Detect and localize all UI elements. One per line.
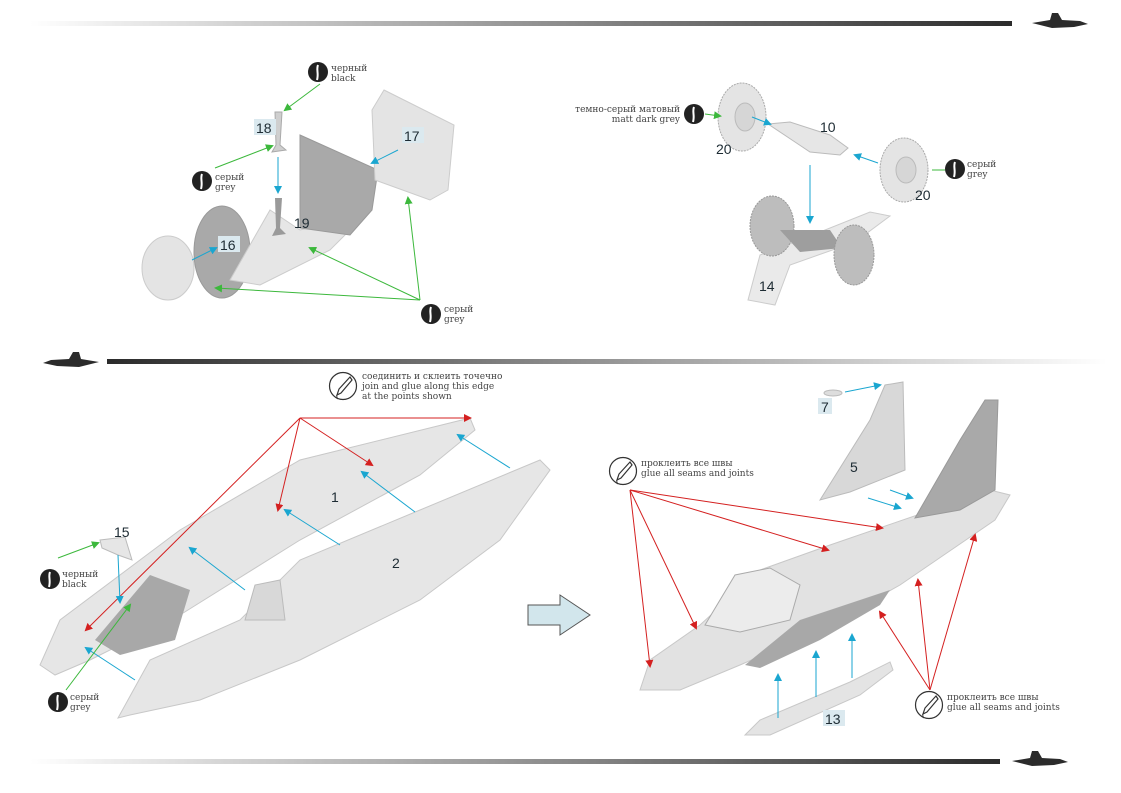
part-number-14: 14 — [759, 278, 775, 294]
glue-note-ru: соединить и склеить точечно — [362, 372, 502, 382]
paint-grey-icon — [48, 692, 68, 712]
part-7-fin-tip — [823, 389, 843, 397]
landing-gear-step: 10 20 20 14 темно-серый матовый matt dar… — [575, 82, 996, 306]
cockpit-tub — [95, 575, 190, 655]
paint-grey-icon — [421, 304, 441, 324]
glue-points-icon — [328, 371, 358, 401]
glue-note-en: glue all seams and joints — [947, 703, 1060, 713]
glue-note-ru: проклеить все швы — [641, 459, 732, 469]
canopy — [704, 567, 801, 633]
paint-label-ru: черный — [331, 64, 367, 74]
paint-label-ru: черный — [62, 570, 98, 580]
paint-black-icon — [308, 62, 328, 82]
gear-axle — [780, 230, 842, 252]
paint-label-en: grey — [444, 315, 465, 325]
glue-note-en: join and glue along this edge — [361, 382, 494, 392]
part-number-17: 17 — [404, 128, 420, 144]
gear-wheel — [749, 195, 795, 257]
jet-silhouette-icon — [1032, 13, 1088, 28]
part-number-1: 1 — [331, 489, 339, 505]
paint-label-en: black — [331, 74, 356, 84]
paint-label-ru: серый — [215, 173, 244, 183]
part-10-axle — [766, 121, 849, 156]
jet-silhouette-icon — [43, 352, 99, 367]
part-16-outer-disc — [141, 235, 195, 301]
paint-label-ru: темно-серый матовый — [575, 105, 680, 115]
part-number-20: 20 — [716, 141, 732, 157]
glue-seams-icon — [608, 456, 638, 486]
paint-grey-icon — [945, 159, 965, 179]
paint-label-en: grey — [967, 170, 988, 180]
part-2-fuselage-half — [117, 459, 551, 719]
glue-note-en: glue all seams and joints — [641, 469, 754, 479]
part-number-18: 18 — [256, 120, 272, 136]
glue-seams-icon — [914, 690, 944, 720]
seat-assembly-step: 18 17 19 16 черный black серый grey серы… — [141, 62, 473, 325]
paint-black-icon — [40, 569, 60, 589]
assembled-fuselage — [639, 489, 1011, 691]
gear-wheel — [833, 224, 875, 286]
footer-divider-bar — [30, 759, 1000, 764]
jet-silhouette-icon — [1012, 751, 1068, 766]
vertical-fin — [914, 399, 999, 519]
next-step-arrow — [527, 594, 591, 636]
paint-label-en: grey — [70, 703, 91, 713]
assembled-fuselage-step: 7 5 13 проклеить все швы glue all seams … — [608, 381, 1060, 736]
part-number-7: 7 — [821, 399, 829, 415]
part-number-2: 2 — [392, 555, 400, 571]
canopy-frame — [244, 579, 286, 621]
header-divider-bar — [30, 21, 1012, 26]
section-divider-bar — [107, 359, 1107, 364]
part-number-15: 15 — [114, 524, 130, 540]
glue-note-ru: проклеить все швы — [947, 693, 1038, 703]
part-number-16: 16 — [220, 237, 236, 253]
part-19-seat-back — [299, 134, 379, 236]
part-number-20: 20 — [915, 187, 931, 203]
part-number-13: 13 — [825, 711, 841, 727]
paint-label-en: matt dark grey — [612, 115, 681, 125]
glue-note-en: at the points shown — [362, 392, 452, 402]
part-number-5: 5 — [850, 459, 858, 475]
paint-grey-icon — [192, 171, 212, 191]
part-5-fin — [818, 381, 906, 501]
part-17-seat-panel — [371, 89, 455, 201]
part-15-panel — [99, 536, 133, 561]
paint-label-ru: серый — [70, 693, 99, 703]
paint-matt-dark-grey-icon — [684, 104, 704, 124]
part-13-belly-panel — [743, 661, 894, 736]
paint-label-ru: серый — [444, 305, 473, 315]
part-number-19: 19 — [294, 215, 310, 231]
part-number-10: 10 — [820, 119, 836, 135]
paint-label-en: black — [62, 580, 87, 590]
paint-label-ru: серый — [967, 160, 996, 170]
paint-label-en: grey — [215, 183, 236, 193]
fuselage-underside-dark — [745, 590, 890, 668]
fuselage-halves-step: 1 2 15 соединить и склеить точечно join … — [39, 371, 551, 719]
part-19-stick — [272, 198, 286, 236]
